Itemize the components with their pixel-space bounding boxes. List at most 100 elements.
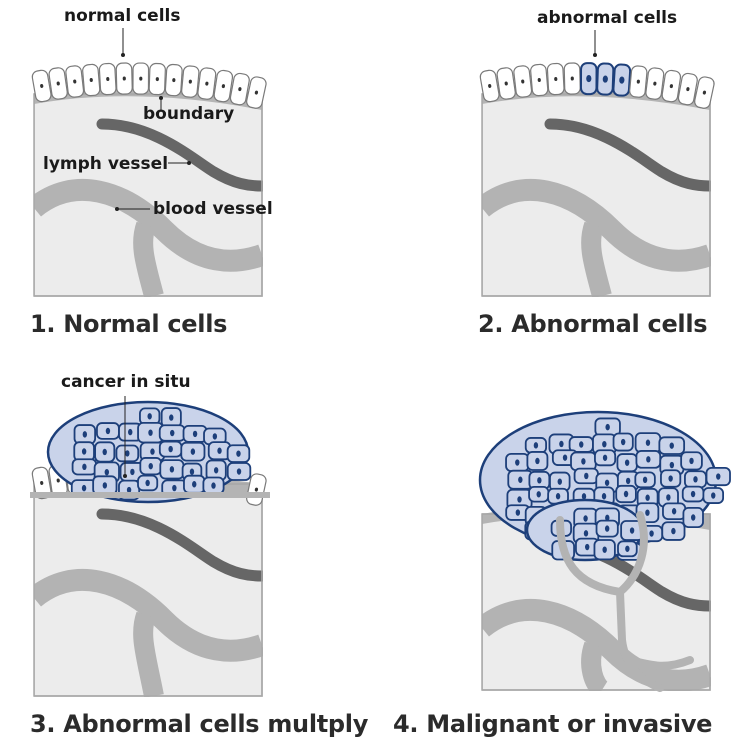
abnormal-cell	[579, 62, 598, 96]
normal-cell	[645, 67, 665, 100]
label-normal-cells: normal cells	[64, 6, 181, 26]
cell-nucleus	[40, 480, 44, 485]
boundary-strip	[30, 492, 270, 498]
cell-nucleus	[649, 530, 654, 537]
cell-nucleus	[212, 433, 218, 440]
cell-nucleus	[602, 75, 608, 83]
tumor-cell	[71, 458, 98, 476]
caption-step-1: 1. Normal cells	[30, 310, 228, 338]
cell-nucleus	[236, 450, 241, 457]
tumor-cell	[702, 487, 725, 504]
cell-row-1	[31, 62, 267, 109]
mask-right	[711, 90, 741, 326]
blood-vessel-branch	[133, 221, 164, 299]
cell-nucleus	[602, 454, 608, 461]
mask-left	[452, 80, 482, 316]
normal-cell	[661, 69, 682, 103]
tumor-cell	[139, 457, 163, 476]
cell-nucleus	[56, 478, 60, 483]
tumor-cell	[680, 451, 703, 471]
normal-cell	[496, 67, 516, 100]
cell-nucleus	[691, 514, 696, 521]
cell-nucleus	[636, 79, 640, 84]
cell-nucleus	[105, 427, 111, 435]
cell-nucleus	[128, 428, 133, 436]
cell-nucleus	[504, 81, 508, 86]
normal-cell	[694, 76, 715, 109]
tumor-cell	[575, 537, 600, 557]
cell-nucleus	[537, 78, 541, 83]
cell-nucleus	[122, 76, 126, 81]
cell-nucleus	[646, 456, 651, 463]
pointer-dot-normal-cells	[121, 53, 125, 57]
pointer-dot-cancer-in-situ	[123, 474, 127, 478]
cell-nucleus	[190, 448, 196, 455]
tumor-cell	[661, 521, 686, 541]
cell-nucleus	[82, 431, 88, 438]
tumor-cell	[528, 486, 550, 503]
cell-nucleus	[170, 429, 175, 437]
cell-nucleus	[690, 490, 696, 498]
cell-nucleus	[56, 81, 60, 86]
pointer-dot-abnormal-cells	[593, 53, 597, 57]
cell-nucleus	[554, 77, 558, 82]
cell-nucleus	[716, 473, 721, 480]
cell-nucleus	[559, 440, 564, 448]
mask-bottom	[452, 691, 740, 721]
cell-nucleus	[102, 448, 107, 456]
cell-nucleus	[669, 461, 675, 469]
tumor-cell	[660, 469, 682, 488]
normal-cell	[31, 466, 52, 500]
cell-nucleus	[81, 484, 87, 492]
blood-vessel-branch	[581, 641, 609, 699]
tumor-cell	[73, 424, 97, 445]
mask-right	[711, 510, 741, 720]
cell-nucleus	[629, 527, 635, 534]
cell-nucleus	[562, 454, 568, 461]
cell-nucleus	[645, 509, 650, 516]
cell-nucleus	[585, 543, 590, 551]
tumor-cell	[705, 466, 731, 487]
cell-nucleus	[81, 448, 87, 455]
cell-nucleus	[82, 463, 87, 471]
cell-nucleus	[535, 457, 540, 465]
lymph-vessel	[96, 118, 268, 192]
caption-step-4: 4. Malignant or invasive	[393, 710, 713, 738]
cell-nucleus	[102, 482, 108, 489]
normal-cell	[479, 69, 500, 103]
cell-nucleus	[155, 77, 159, 82]
tumor-cell	[634, 471, 656, 489]
cell-nucleus	[104, 468, 110, 476]
cell-nucleus	[583, 515, 588, 522]
caption-step-3: 3. Abnormal cells multply	[30, 710, 369, 738]
cell-nucleus	[517, 496, 522, 503]
cell-nucleus	[205, 81, 209, 86]
label-boundary: boundary	[143, 104, 235, 124]
caption-step-2: 2. Abnormal cells	[478, 310, 708, 338]
cell-nucleus	[188, 79, 192, 84]
cell-nucleus	[557, 478, 562, 485]
cell-nucleus	[586, 74, 592, 83]
tissue-border-outline	[33, 93, 263, 297]
tumor-cell	[505, 453, 530, 473]
cell-nucleus	[555, 493, 561, 500]
lymph-vessel	[544, 118, 716, 192]
label-cancer-in-situ: cancer in situ	[61, 372, 191, 392]
tumor-cell	[207, 441, 232, 461]
cell-nucleus	[653, 81, 657, 86]
normal-cell	[629, 65, 648, 98]
abnormal-cell	[596, 62, 615, 96]
cell-nucleus	[73, 79, 77, 84]
tumor-cell	[593, 539, 616, 561]
cell-nucleus	[147, 413, 152, 420]
tissue-block-2	[452, 80, 741, 327]
tumor-cell	[594, 449, 617, 467]
normal-cell	[563, 62, 581, 95]
cell-nucleus	[583, 530, 589, 537]
cell-nucleus	[604, 479, 610, 486]
invading-blood-vessel	[556, 511, 694, 692]
tissue-block-4	[452, 500, 741, 721]
tumor-invasive-lower	[525, 498, 645, 562]
tumor-cell	[159, 459, 185, 480]
cell-nucleus	[139, 76, 143, 81]
